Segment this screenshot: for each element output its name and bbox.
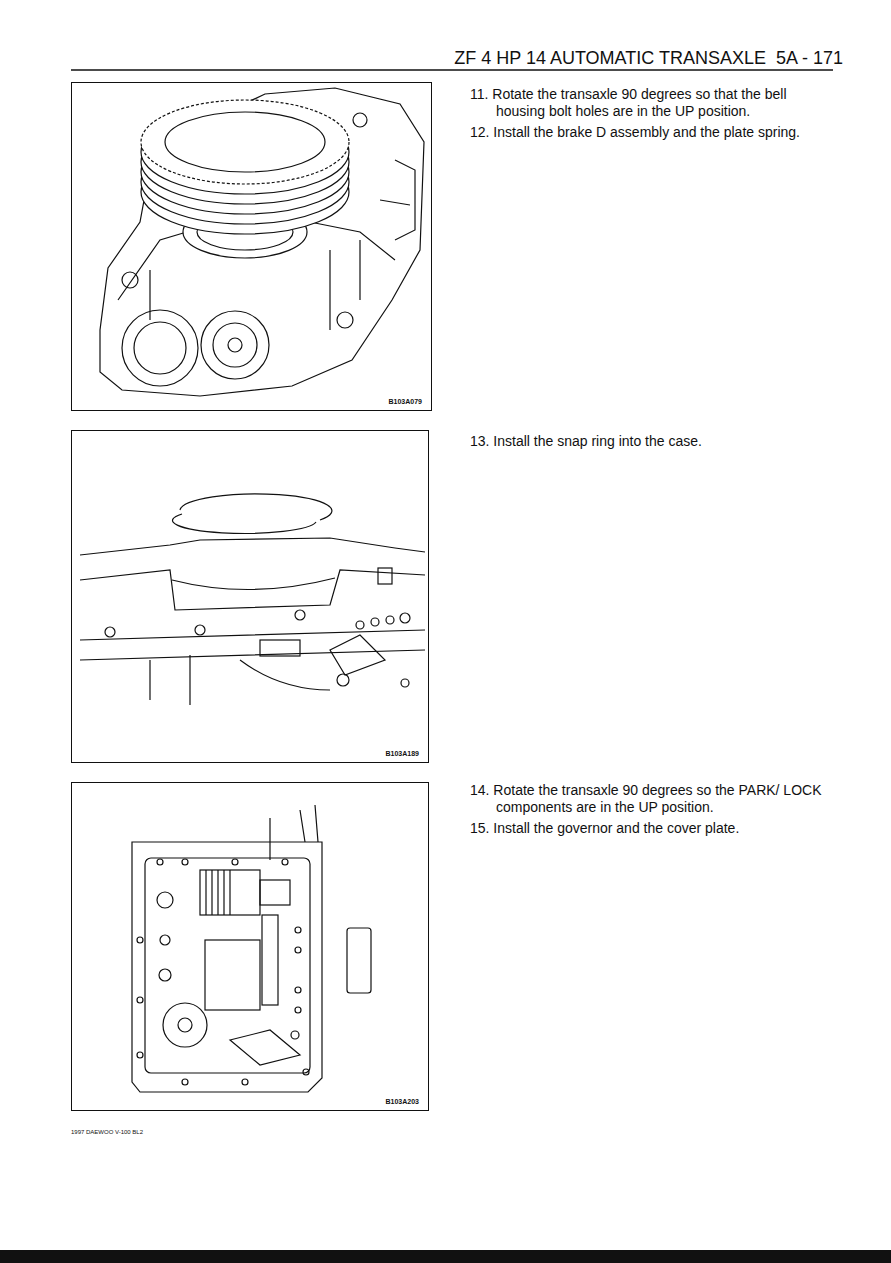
page-header: ZF 4 HP 14 AUTOMATIC TRANSAXLE xyxy=(454,48,766,69)
valve-body-drawing xyxy=(132,805,371,1092)
snap-ring-drawing xyxy=(80,494,425,705)
step-text: 14. Rotate the transaxle 90 degrees so t… xyxy=(470,782,832,816)
step-text: 13. Install the snap ring into the case. xyxy=(470,433,832,450)
transaxle-case-drawing xyxy=(100,88,424,396)
header-rule xyxy=(71,69,833,71)
figure-frame: B103A203 xyxy=(71,782,429,1111)
figure-number: B103A203 xyxy=(385,1098,420,1105)
page-number: 5A - 171 xyxy=(776,48,843,69)
footer-code: 1997 DAEWOO V-100 BL2 xyxy=(71,1129,143,1135)
scan-edge-bar xyxy=(0,1250,891,1263)
figure-frame: B103A189 xyxy=(71,430,429,763)
step-text: 11. Rotate the transaxle 90 degrees so t… xyxy=(470,86,832,120)
figure-number: B103A189 xyxy=(385,750,420,757)
step-text: 12. Install the brake D assembly and the… xyxy=(470,124,832,141)
step-text: 15. Install the governor and the cover p… xyxy=(470,820,832,837)
figure-number: B103A079 xyxy=(388,398,423,405)
figure-frame: B103A079 xyxy=(71,82,432,411)
cover-plate xyxy=(347,928,371,993)
